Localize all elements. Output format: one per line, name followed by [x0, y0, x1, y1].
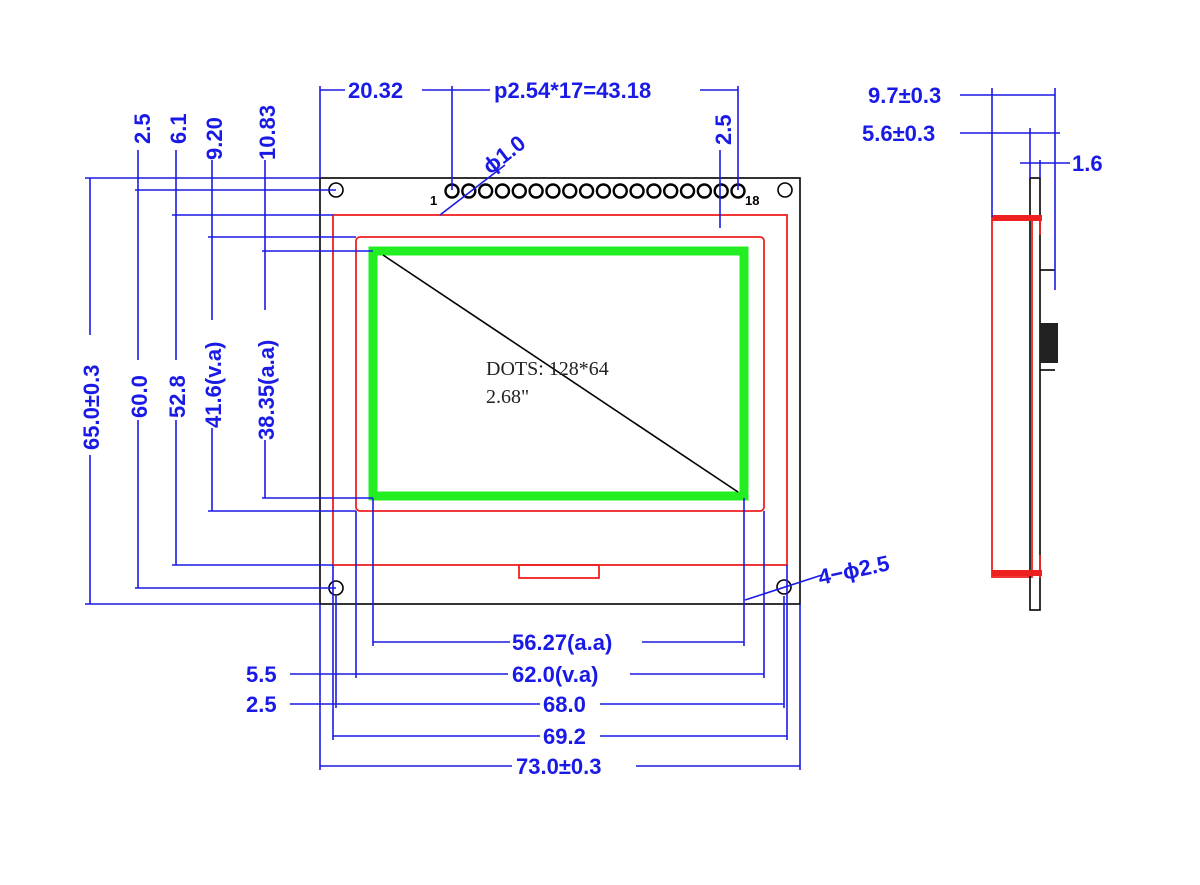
- dim-top-10-83: 10.83: [255, 105, 280, 160]
- connector-pin: [629, 183, 645, 199]
- side-pcb: [1029, 177, 1041, 611]
- side-top-clip: [992, 215, 1042, 221]
- dim-thickness-lcd: 5.6±0.3: [862, 121, 935, 146]
- backlight-tab: [518, 564, 600, 579]
- dim-width-va: 62.0(v.a): [512, 662, 598, 687]
- connector-pin: [477, 183, 494, 199]
- connector-pin: [595, 183, 612, 199]
- connector-pin: [528, 183, 544, 199]
- dim-mount-holes: 4−ϕ2.5: [816, 550, 892, 589]
- mount-hole-top-right: [777, 182, 793, 198]
- dim-width-69-2: 69.2: [543, 724, 586, 749]
- dim-height-52-8: 52.8: [165, 375, 190, 418]
- pin-first-label: 1: [430, 193, 437, 208]
- front-view: DOTS: 128*64 2.68" 1 18: [319, 177, 801, 605]
- dim-offset-5-5: 5.5: [246, 662, 277, 687]
- dim-pin-offset: 20.32: [348, 78, 403, 103]
- dim-pin-pitch: p2.54*17=43.18: [494, 78, 651, 103]
- connector-pin: [679, 183, 696, 199]
- dim-width-68: 68.0: [543, 692, 586, 717]
- side-lcd-body: [991, 216, 1033, 578]
- connector-pin: [545, 183, 561, 199]
- connector-pin: [696, 183, 713, 199]
- side-view: 9.7±0.3 5.6±0.3 1.6: [862, 83, 1103, 611]
- connector-pin: [562, 183, 578, 199]
- connector-pin: [713, 183, 729, 199]
- side-connector: [1040, 323, 1058, 363]
- connector-pin: [494, 183, 511, 199]
- mount-hole-bottom-right: [776, 579, 792, 595]
- dim-width-total: 73.0±0.3: [516, 754, 601, 779]
- dots-label: DOTS: 128*64: [486, 358, 609, 380]
- dim-pcb-thickness: 1.6: [1072, 151, 1103, 176]
- dim-top-9-20: 9.20: [202, 117, 227, 160]
- dim-pin-edge: 2.5: [711, 114, 736, 145]
- connector-pins: [444, 183, 746, 199]
- pcb-outline: [319, 177, 801, 605]
- dim-top-2-5: 2.5: [130, 113, 155, 144]
- size-label: 2.68": [486, 386, 529, 408]
- connector-pin: [578, 183, 595, 199]
- lcd-active-area: [368, 246, 749, 501]
- dim-height-aa: 38.35(a.a): [254, 340, 279, 440]
- dim-pin-hole: ϕ1.0: [478, 130, 530, 179]
- connector-pin: [612, 183, 628, 199]
- top-dimensions: 20.32 p2.54*17=43.18 ϕ1.0 2.5: [319, 78, 739, 228]
- bottom-dimensions: 56.27(a.a) 62.0(v.a) 5.5 68.0 2.5 69.2 7…: [246, 498, 892, 779]
- dim-height-total: 65.0±0.3: [79, 365, 104, 450]
- lcd-viewing-area: [355, 236, 765, 512]
- dim-offset-2-5: 2.5: [246, 692, 277, 717]
- pin-last-label: 18: [745, 193, 759, 208]
- connector-pin: [511, 183, 527, 199]
- dim-thickness-total: 9.7±0.3: [868, 83, 941, 108]
- dim-width-aa: 56.27(a.a): [512, 630, 612, 655]
- dim-top-6-1: 6.1: [166, 113, 191, 144]
- connector-pin: [461, 183, 477, 199]
- left-dimensions: 2.5 6.1 9.20 10.83 65.0±0.3 60.0 52.8 41…: [79, 105, 373, 605]
- dim-height-60: 60.0: [127, 375, 152, 418]
- active-area-diagonal: [382, 254, 739, 493]
- dim-height-va: 41.6(v.a): [201, 342, 226, 428]
- connector-pin: [663, 183, 679, 199]
- side-bottom-clip: [992, 570, 1042, 576]
- connector-pin: [646, 183, 662, 199]
